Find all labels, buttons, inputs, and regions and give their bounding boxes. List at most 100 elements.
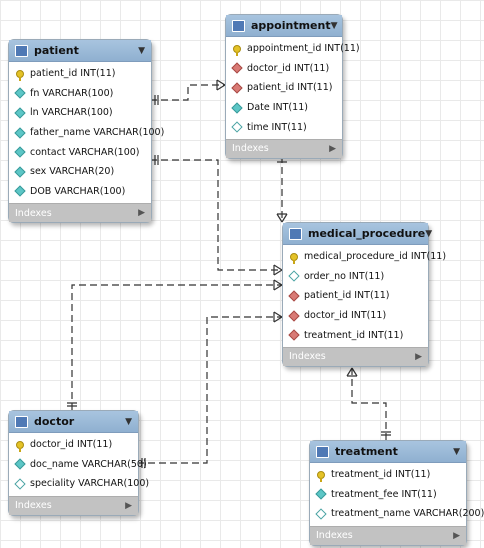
column-icon xyxy=(14,107,26,119)
column-icon xyxy=(14,87,26,100)
column-label: patient_id INT(11) xyxy=(30,68,116,80)
one-marker-treatment xyxy=(381,431,391,436)
column-label: time INT(11) xyxy=(247,121,307,133)
column-row[interactable]: doctor_id INT(11) xyxy=(226,59,342,79)
primary-key-icon xyxy=(14,69,26,81)
connector-doctor-medical-procedure-b xyxy=(137,316,282,464)
expand-arrow-icon[interactable]: ▶ xyxy=(138,208,145,219)
table-patient[interactable]: patient ▼ patient_id INT(11) fn VARCHAR(… xyxy=(8,39,164,224)
collapse-arrow-icon[interactable]: ▼ xyxy=(125,416,132,427)
indexes-label: Indexes xyxy=(15,207,52,219)
collapse-arrow-icon[interactable]: ▼ xyxy=(453,446,460,457)
table-icon xyxy=(289,227,302,240)
crowfoot-proc-doctor-b xyxy=(273,311,283,323)
connector-patient-medical-procedure xyxy=(150,159,282,271)
foreign-key-icon xyxy=(288,309,300,322)
column-list: treatment_id INT(11) treatment_fee INT(1… xyxy=(310,463,484,526)
column-row[interactable]: speciality VARCHAR(100) xyxy=(9,474,149,494)
table-header[interactable]: treatment ▼ xyxy=(310,441,466,463)
column-label: speciality VARCHAR(100) xyxy=(30,478,150,490)
column-row[interactable]: fn VARCHAR(100) xyxy=(9,84,151,104)
column-row[interactable]: doctor_id INT(11) xyxy=(9,435,138,455)
column-row[interactable]: medical_procedure_id INT(11) xyxy=(283,247,446,267)
primary-key-icon xyxy=(288,252,300,264)
crowfoot-proc-treatment xyxy=(346,367,358,377)
column-label: treatment_id INT(11) xyxy=(331,469,431,481)
column-label: contact VARCHAR(100) xyxy=(30,146,140,158)
column-row[interactable]: time INT(11) xyxy=(226,117,342,137)
column-row[interactable]: contact VARCHAR(100) xyxy=(9,142,151,162)
table-header[interactable]: doctor ▼ xyxy=(9,411,138,433)
table-doctor[interactable]: doctor ▼ doctor_id INT(11) doc_name VARC… xyxy=(8,410,149,516)
expand-arrow-icon[interactable]: ▶ xyxy=(415,351,422,362)
column-row[interactable]: patient_id INT(11) xyxy=(226,78,342,98)
column-row[interactable]: order_no INT(11) xyxy=(283,267,428,287)
connector-patient-appointment xyxy=(150,84,225,101)
column-label: treatment_fee INT(11) xyxy=(331,488,437,500)
crowfoot-appointment xyxy=(216,79,226,91)
indexes-footer[interactable]: Indexes ▶ xyxy=(226,138,342,158)
column-icon xyxy=(231,101,243,114)
collapse-arrow-icon[interactable]: ▼ xyxy=(138,45,145,56)
column-label: doc_name VARCHAR(50) xyxy=(30,458,147,470)
expand-arrow-icon[interactable]: ▶ xyxy=(453,530,460,541)
indexes-footer[interactable]: Indexes ▶ xyxy=(9,203,151,223)
column-row[interactable]: Date INT(11) xyxy=(226,98,342,118)
column-label: treatment_name VARCHAR(200) xyxy=(331,508,484,520)
column-label: Date INT(11) xyxy=(247,102,308,114)
column-icon xyxy=(14,458,26,471)
table-title: treatment xyxy=(335,445,398,458)
nullable-column-icon xyxy=(315,508,327,520)
indexes-footer[interactable]: Indexes ▶ xyxy=(283,346,428,366)
column-list: patient_id INT(11) fn VARCHAR(100) ln VA… xyxy=(9,62,164,203)
column-icon xyxy=(14,126,26,139)
column-row[interactable]: patient_id INT(11) xyxy=(9,64,151,84)
table-appointment[interactable]: appointment ▼ appointment_id INT(11) doc… xyxy=(225,14,360,159)
collapse-arrow-icon[interactable]: ▼ xyxy=(425,228,433,239)
table-icon xyxy=(316,445,329,458)
connector-doctor-medical-procedure-a xyxy=(71,284,282,410)
one-marker-doctor-a xyxy=(67,402,77,407)
column-icon xyxy=(14,146,26,158)
table-treatment[interactable]: treatment ▼ treatment_id INT(11) treatme… xyxy=(309,440,484,546)
column-label: sex VARCHAR(20) xyxy=(30,166,115,178)
table-icon xyxy=(232,19,245,32)
column-label: DOB VARCHAR(100) xyxy=(30,185,126,197)
column-row[interactable]: father_name VARCHAR(100) xyxy=(9,123,164,143)
column-row[interactable]: ln VARCHAR(100) xyxy=(9,103,151,123)
column-row[interactable]: treatment_fee INT(11) xyxy=(310,485,466,505)
column-row[interactable]: treatment_id INT(11) xyxy=(310,465,466,485)
table-header[interactable]: medical_procedure ▼ xyxy=(283,223,432,245)
foreign-key-icon xyxy=(231,62,243,75)
table-title: medical_procedure xyxy=(308,227,426,240)
table-header[interactable]: patient ▼ xyxy=(9,40,151,62)
table-medical-procedure[interactable]: medical_procedure ▼ medical_procedure_id… xyxy=(282,222,446,367)
column-row[interactable]: doctor_id INT(11) xyxy=(283,306,428,326)
indexes-label: Indexes xyxy=(316,530,353,542)
foreign-key-icon xyxy=(231,82,243,94)
crowfoot-proc-appt xyxy=(276,213,288,223)
foreign-key-icon xyxy=(288,329,300,341)
expand-arrow-icon[interactable]: ▶ xyxy=(125,500,132,511)
column-row[interactable]: doc_name VARCHAR(50) xyxy=(9,455,147,475)
table-title: patient xyxy=(34,44,79,57)
indexes-label: Indexes xyxy=(15,500,52,512)
expand-arrow-icon[interactable]: ▶ xyxy=(329,143,336,154)
collapse-arrow-icon[interactable]: ▼ xyxy=(330,20,338,31)
column-list: doctor_id INT(11) doc_name VARCHAR(50) s… xyxy=(9,433,149,496)
column-row[interactable]: appointment_id INT(11) xyxy=(226,39,360,59)
indexes-footer[interactable]: Indexes ▶ xyxy=(9,495,138,515)
column-row[interactable]: treatment_name VARCHAR(200) xyxy=(310,504,484,524)
nullable-column-icon xyxy=(14,478,26,490)
column-label: father_name VARCHAR(100) xyxy=(30,127,165,139)
indexes-footer[interactable]: Indexes ▶ xyxy=(310,525,466,545)
table-header[interactable]: appointment ▼ xyxy=(226,15,342,37)
indexes-label: Indexes xyxy=(289,351,326,363)
column-row[interactable]: sex VARCHAR(20) xyxy=(9,162,151,182)
column-row[interactable]: patient_id INT(11) xyxy=(283,286,428,306)
column-row[interactable]: DOB VARCHAR(100) xyxy=(9,182,151,202)
column-row[interactable]: treatment_id INT(11) xyxy=(283,325,428,345)
column-label: patient_id INT(11) xyxy=(304,290,390,302)
column-label: patient_id INT(11) xyxy=(247,82,333,94)
